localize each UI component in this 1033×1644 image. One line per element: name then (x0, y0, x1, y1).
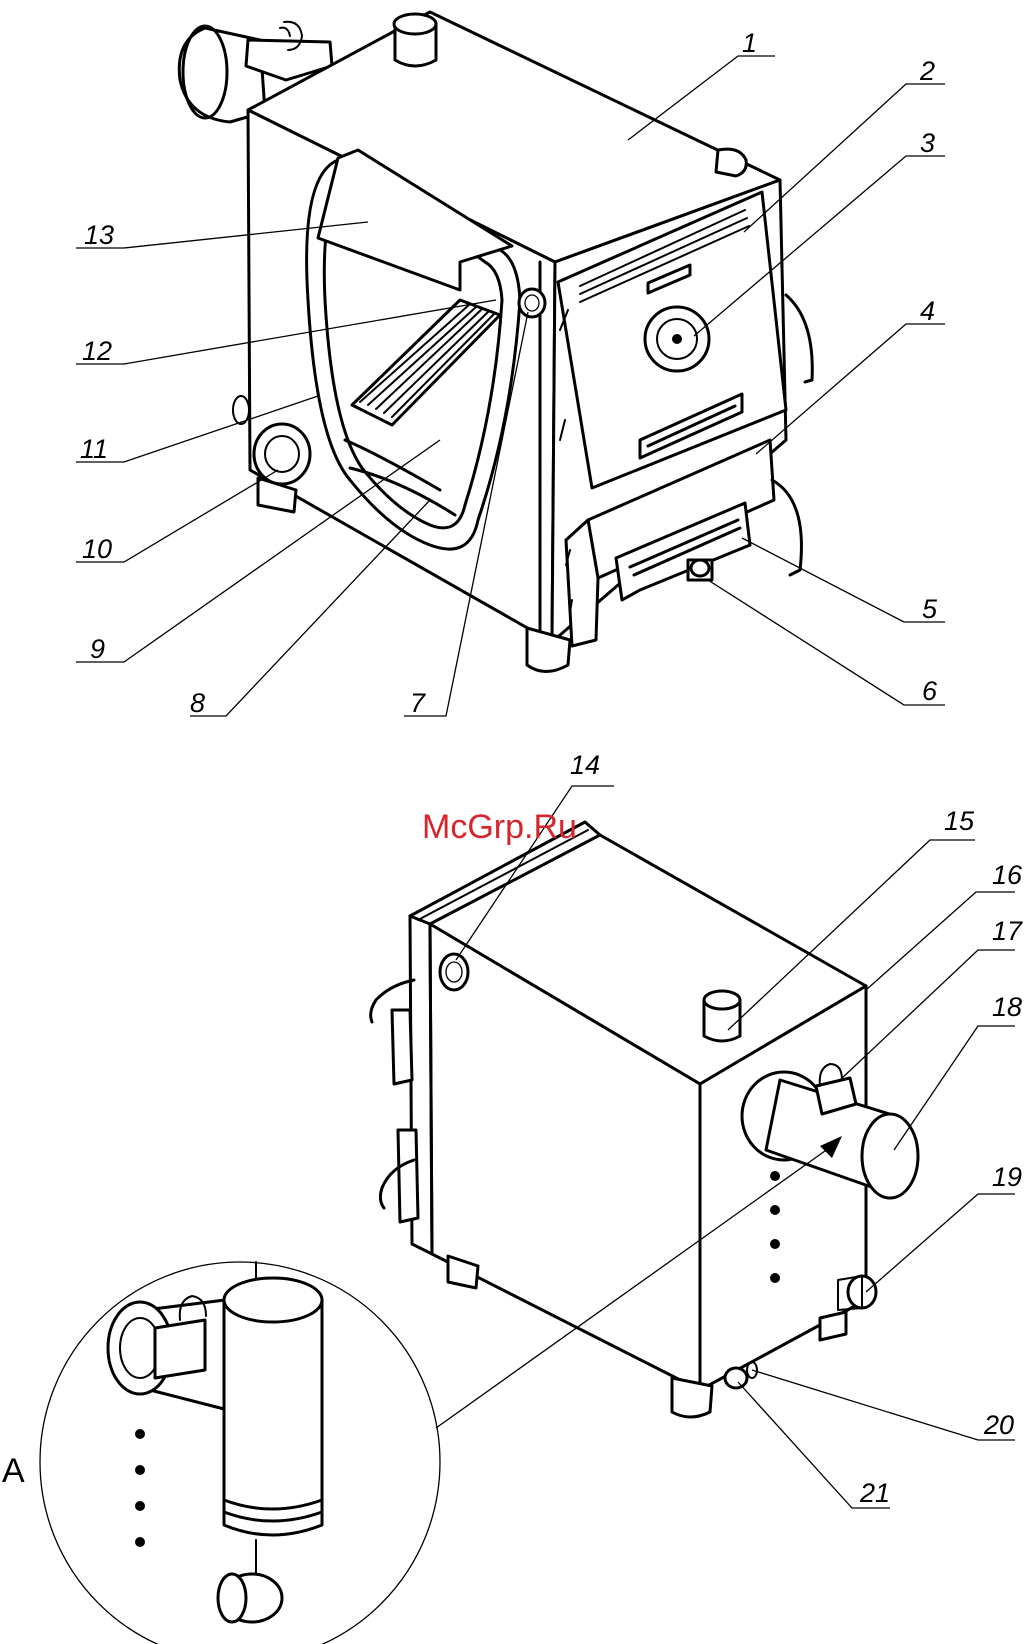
callout-8: 8 (190, 688, 205, 718)
callout-14: 14 (570, 750, 600, 780)
callout-6: 6 (922, 676, 938, 706)
callout-20: 20 (983, 1410, 1014, 1440)
callout-21: 21 (859, 1478, 890, 1508)
upper-view (76, 12, 945, 716)
detail-view-a (40, 1262, 440, 1644)
callout-4: 4 (920, 296, 935, 326)
callout-11: 11 (80, 434, 108, 464)
callout-5: 5 (922, 594, 938, 624)
callout-15: 15 (944, 806, 975, 836)
callout-2: 2 (919, 56, 935, 86)
callout-17: 17 (992, 916, 1023, 946)
callout-12: 12 (82, 336, 112, 366)
callout-18: 18 (992, 992, 1022, 1022)
callout-13: 13 (84, 220, 114, 250)
callout-10: 10 (82, 534, 112, 564)
detail-view-label: A (2, 1452, 25, 1490)
callout-7: 7 (410, 688, 426, 718)
lower-view (371, 786, 1015, 1508)
callout-3: 3 (920, 128, 935, 158)
callout-1: 1 (742, 28, 757, 58)
watermark: McGrp.Ru (422, 808, 577, 846)
callout-9: 9 (90, 634, 105, 664)
callout-16: 16 (992, 860, 1023, 890)
callout-19: 19 (992, 1162, 1022, 1192)
